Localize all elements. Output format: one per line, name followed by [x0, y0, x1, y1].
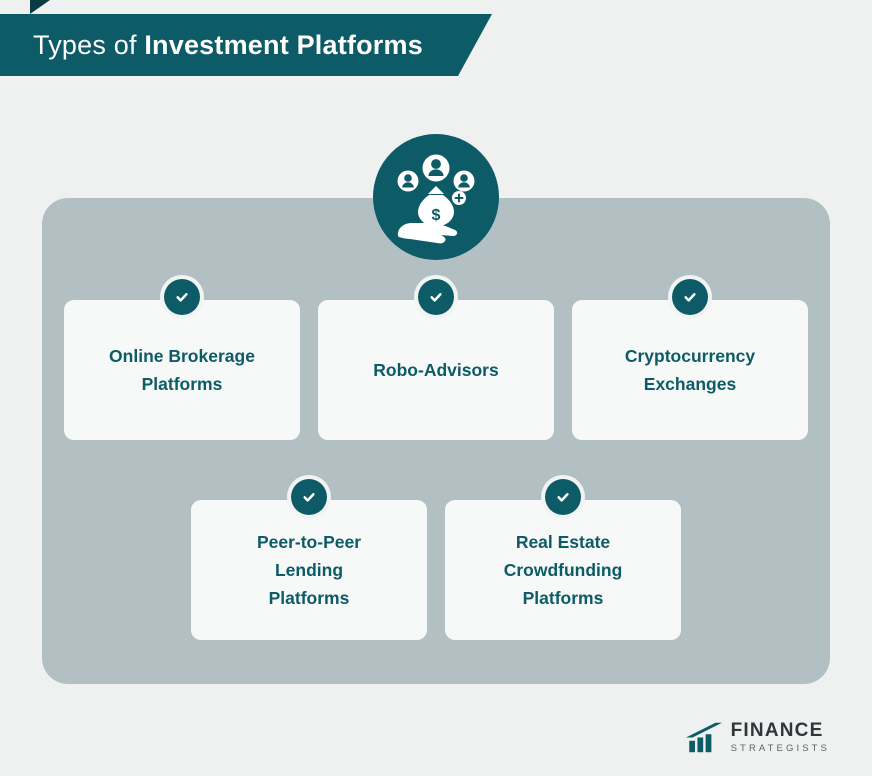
hand-presenting-money-bag-with-users-icon: $	[373, 134, 499, 260]
finance-strategists-logo-icon	[685, 721, 722, 754]
brand-footer: FINANCE STRATEGISTS	[685, 720, 830, 755]
title-emphasis: Investment Platforms	[144, 29, 423, 60]
card-label-line: Exchanges	[643, 374, 737, 394]
check-circle-icon	[672, 279, 708, 315]
card-label: Cryptocurrency Exchanges	[625, 342, 755, 398]
card-label-line: Online Brokerage	[109, 346, 255, 366]
card-cryptocurrency-exchanges: Cryptocurrency Exchanges	[572, 279, 808, 440]
check-circle-icon	[291, 479, 327, 515]
card-label: Real Estate Crowdfunding Platforms	[504, 528, 623, 612]
ribbon-fold	[30, 0, 50, 14]
card-label-line: Crowdfunding	[503, 560, 623, 580]
card-online-brokerage-platforms: Online Brokerage Platforms	[64, 279, 300, 440]
header-ribbon: Types of Investment Platforms	[0, 14, 492, 76]
card-row-2: Peer-to-Peer Lending Platforms Real Esta…	[42, 479, 830, 640]
card-label-line: Platforms	[522, 588, 604, 608]
brand-wordmark: FINANCE STRATEGISTS	[730, 720, 830, 755]
card-label: Robo-Advisors	[373, 356, 498, 384]
card-label: Online Brokerage Platforms	[109, 342, 255, 398]
brand-name: FINANCE	[730, 720, 824, 741]
check-circle-icon	[418, 279, 454, 315]
check-circle-icon	[164, 279, 200, 315]
card-label-line: Cryptocurrency	[624, 346, 756, 366]
card-real-estate-crowdfunding-platforms: Real Estate Crowdfunding Platforms	[445, 479, 681, 640]
card-label-line: Platforms	[268, 588, 350, 608]
card-label-line: Peer-to-Peer	[256, 532, 362, 552]
card-row-1: Online Brokerage Platforms Robo-Advisors	[42, 279, 830, 440]
brand-tagline: STRATEGISTS	[730, 743, 830, 754]
card-robo-advisors: Robo-Advisors	[318, 279, 554, 440]
card-label-line: Robo-Advisors	[373, 360, 499, 380]
diagram-panel: $ Online Brokerage Platforms	[42, 134, 830, 684]
svg-text:$: $	[432, 207, 441, 224]
card-label-line: Real Estate	[515, 532, 611, 552]
card-label: Peer-to-Peer Lending Platforms	[257, 528, 361, 612]
card-label-line: Platforms	[141, 374, 223, 394]
card-peer-to-peer-lending-platforms: Peer-to-Peer Lending Platforms	[191, 479, 427, 640]
card-rows: Online Brokerage Platforms Robo-Advisors	[42, 198, 830, 640]
page-title: Types of Investment Platforms	[33, 30, 423, 61]
card-label-line: Lending	[274, 560, 344, 580]
check-circle-icon	[545, 479, 581, 515]
title-prefix: Types of	[33, 29, 137, 60]
